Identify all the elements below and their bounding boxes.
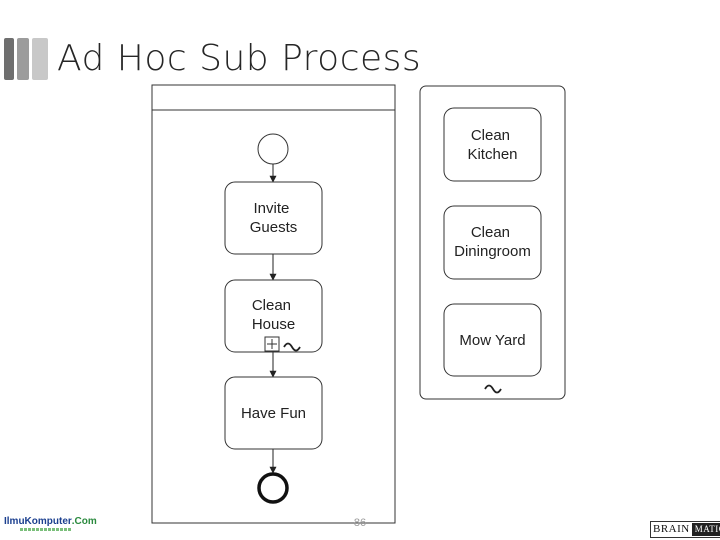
adhoc-subprocess-tilde-marker: [484, 384, 502, 394]
task-clean-house-line-2: House: [252, 316, 295, 333]
task-clean-kitchen-box: [443, 107, 542, 182]
task-clean-kitchen: Clean Kitchen: [443, 107, 542, 182]
task-clean-house-line-1: Clean: [252, 297, 291, 314]
ilmukomputer-logo-tagline-graphic: [20, 528, 72, 531]
subprocess-plus-marker: [264, 336, 280, 352]
task-invite-guests-box: [224, 181, 323, 255]
title-accent-bar-mid: [17, 38, 29, 80]
ilmukomputer-logo-main: IlmuKomputer: [4, 516, 72, 527]
title-accent-bar-dark: [4, 38, 14, 80]
task-clean-diningroom-line-1: Clean: [471, 224, 510, 241]
task-clean-kitchen-line-2: Kitchen: [467, 146, 517, 163]
task-invite-guests: Invite Guests: [224, 181, 323, 255]
task-clean-diningroom-label: Clean Diningroom: [454, 224, 531, 260]
ilmukomputer-logo-text: IlmuKomputer.Com: [4, 516, 97, 527]
adhoc-tilde-marker: [283, 342, 301, 352]
pool-border: [151, 84, 396, 524]
brainmatics-logo: BRAIN MATICS: [650, 521, 720, 538]
brainmatics-logo-brain: BRAIN: [653, 523, 690, 535]
task-invite-guests-line-2: Guests: [250, 219, 298, 236]
task-mow-yard-label: Mow Yard: [459, 332, 525, 349]
task-have-fun-box: [224, 376, 323, 450]
task-clean-diningroom: Clean Diningroom: [443, 205, 542, 280]
pool: [151, 84, 396, 524]
task-clean-diningroom-line-2: Diningroom: [454, 243, 531, 260]
task-mow-yard: Mow Yard: [443, 303, 542, 377]
task-invite-guests-label: Invite Guests: [250, 200, 298, 236]
task-clean-kitchen-label: Clean Kitchen: [467, 127, 517, 163]
adhoc-subprocess: Clean Kitchen Clean Diningroom Mow Yard: [419, 85, 566, 400]
task-have-fun: Have Fun: [224, 376, 323, 450]
slide-title: Ad Hoc Sub Process: [57, 38, 422, 79]
task-clean-house-label: Clean House: [252, 297, 295, 333]
task-clean-house: Clean House: [224, 279, 323, 353]
task-have-fun-label: Have Fun: [241, 405, 306, 422]
brainmatics-logo-matics: MATICS: [691, 523, 720, 536]
task-clean-kitchen-line-1: Clean: [471, 127, 510, 144]
task-invite-guests-line-1: Invite: [253, 200, 289, 217]
task-mow-yard-box: [443, 303, 542, 377]
ilmukomputer-logo-suffix: .Com: [71, 516, 97, 527]
task-clean-diningroom-box: [443, 205, 542, 280]
title-accent-bars: [0, 38, 50, 80]
title-accent-bar-light: [32, 38, 48, 80]
page-number: 86: [353, 517, 367, 529]
start-event: [257, 133, 289, 165]
ilmukomputer-logo: IlmuKomputer.Com: [4, 516, 97, 536]
task-clean-house-box: [224, 279, 323, 353]
end-event: [257, 472, 289, 504]
